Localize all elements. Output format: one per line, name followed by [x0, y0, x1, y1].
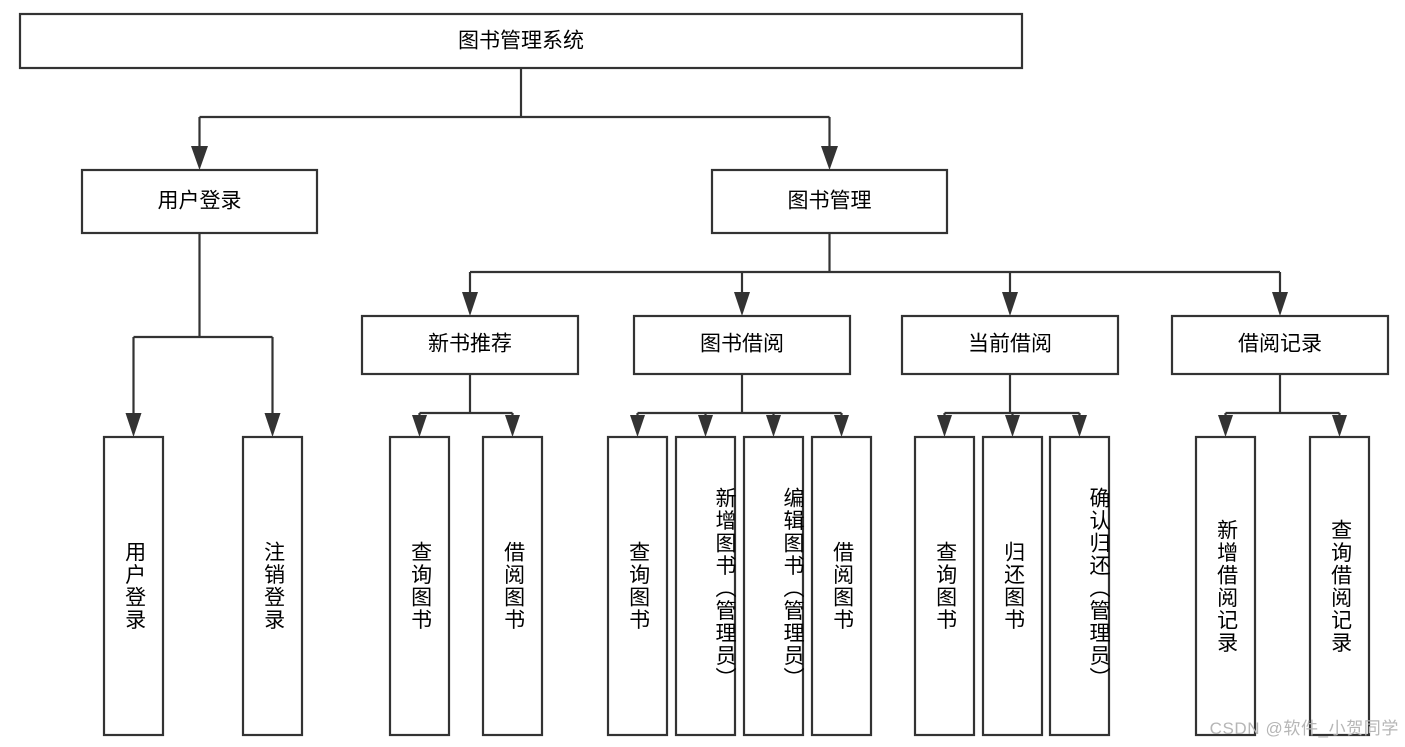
- connector-new-book-to-leaves: [412, 374, 520, 437]
- connector-book-mgmt-to-level3: [462, 233, 1288, 316]
- node-box[interactable]: [80, 168, 319, 235]
- leaf-box-return-book[interactable]: [981, 435, 1044, 737]
- arrow-head-icon: [1218, 415, 1233, 437]
- connector-current-borrow-to-leaves: [937, 374, 1087, 437]
- arrow-head-icon: [191, 146, 208, 170]
- leaf-box-borrow-book-new[interactable]: [481, 435, 544, 737]
- node-box[interactable]: [18, 12, 1024, 70]
- node-label: 图书管理系统: [458, 30, 584, 53]
- leaf-box-query-book-new[interactable]: [388, 435, 451, 737]
- arrow-head-icon: [698, 415, 713, 437]
- arrow-head-icon: [505, 415, 520, 437]
- arrow-head-icon: [1005, 415, 1020, 437]
- leaf-box-add-book-admin[interactable]: [674, 435, 737, 737]
- node-label: 图书借阅: [700, 333, 784, 356]
- csdn-watermark: CSDN @软件_小贺同学: [1209, 719, 1399, 738]
- node-book-management[interactable]: 图书管理: [710, 168, 949, 235]
- arrow-head-icon: [264, 413, 281, 437]
- arrow-head-icon: [412, 415, 427, 437]
- leaf-box-edit-book-admin[interactable]: [742, 435, 805, 737]
- node-borrow-record[interactable]: 借阅记录: [1170, 314, 1390, 376]
- node-user-login[interactable]: 用户登录: [80, 168, 319, 235]
- node-box[interactable]: [900, 314, 1120, 376]
- arrow-head-icon: [821, 146, 838, 170]
- arrow-head-icon: [1332, 415, 1347, 437]
- node-label: 用户登录: [158, 190, 242, 213]
- leaf-box-logout-login[interactable]: [241, 435, 304, 737]
- node-current-borrow[interactable]: 当前借阅: [900, 314, 1120, 376]
- leaf-box-add-borrow-record[interactable]: [1194, 435, 1257, 737]
- node-root[interactable]: 图书管理系统: [18, 12, 1024, 70]
- leaf-box-query-borrow-record[interactable]: [1308, 435, 1371, 737]
- connector-borrow-record-to-leaves: [1218, 374, 1347, 437]
- connector-book-borrow-to-leaves: [630, 374, 849, 437]
- leaf-box-borrow-book[interactable]: [810, 435, 873, 737]
- arrow-head-icon: [834, 415, 849, 437]
- leaf-box-confirm-return-admin[interactable]: [1048, 435, 1111, 737]
- node-label: 新书推荐: [428, 333, 512, 356]
- arrow-head-icon: [1002, 292, 1018, 316]
- arrow-head-icon: [1072, 415, 1087, 437]
- arrow-head-icon: [630, 415, 645, 437]
- node-box[interactable]: [710, 168, 949, 235]
- leaf-box-query-book-borrow[interactable]: [606, 435, 669, 737]
- arrow-head-icon: [125, 413, 142, 437]
- node-box[interactable]: [632, 314, 852, 376]
- node-new-book-recommend[interactable]: 新书推荐: [360, 314, 580, 376]
- leaf-box-query-book-current[interactable]: [913, 435, 976, 737]
- node-label: 借阅记录: [1238, 333, 1322, 356]
- node-label: 当前借阅: [968, 333, 1052, 356]
- leaf-box-user-login[interactable]: [102, 435, 165, 737]
- node-label: 图书管理: [788, 190, 872, 213]
- node-box[interactable]: [360, 314, 580, 376]
- arrow-head-icon: [937, 415, 952, 437]
- node-box[interactable]: [1170, 314, 1390, 376]
- arrow-head-icon: [1272, 292, 1288, 316]
- connector-root-to-level2: [191, 68, 838, 170]
- arrow-head-icon: [734, 292, 750, 316]
- arrow-head-icon: [462, 292, 478, 316]
- node-book-borrow[interactable]: 图书借阅: [632, 314, 852, 376]
- connector-user-login-to-leaves: [125, 233, 281, 437]
- arrow-head-icon: [766, 415, 781, 437]
